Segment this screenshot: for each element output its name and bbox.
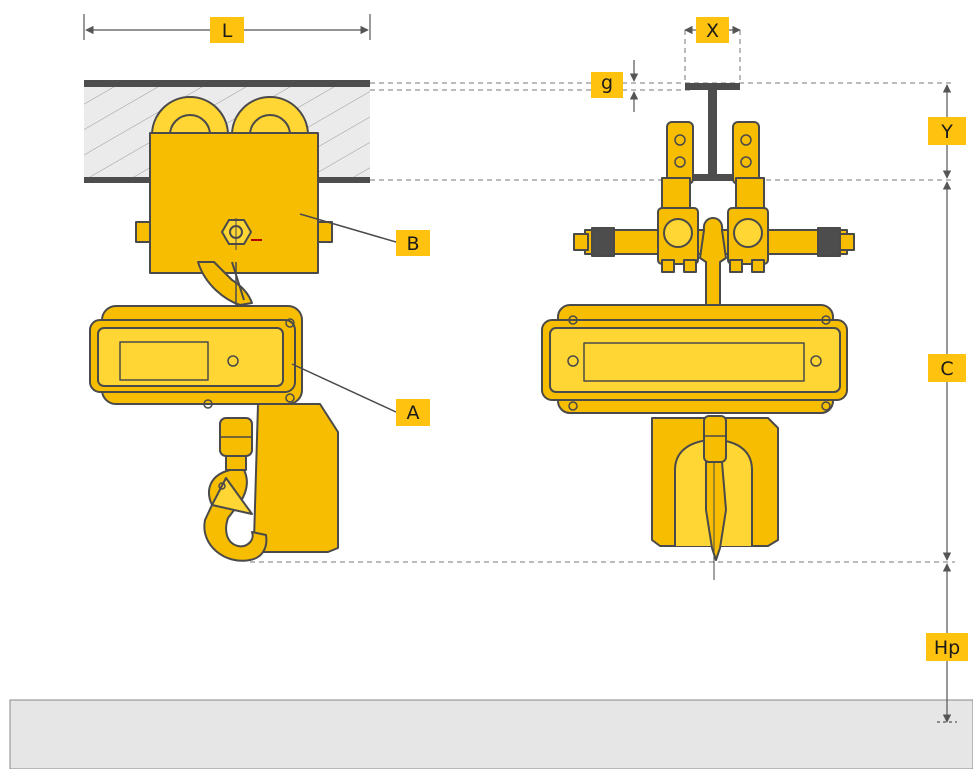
i-beam-right-view	[685, 83, 740, 181]
leader-line-a	[291, 363, 397, 413]
label-g: g	[591, 72, 623, 98]
leader-line-b	[299, 213, 397, 243]
floor	[9, 699, 973, 769]
label-X-text: X	[706, 20, 719, 42]
label-A: A	[396, 399, 430, 426]
label-Y-text: Y	[940, 121, 953, 143]
label-Hp-text: Hp	[934, 637, 960, 659]
trolley-right-view	[573, 121, 855, 307]
label-L: L	[210, 17, 244, 43]
hoist-body-left-view	[89, 305, 339, 562]
label-L-text: L	[222, 20, 233, 42]
label-X: X	[696, 17, 729, 43]
hoist-body-right-view	[541, 304, 848, 580]
label-C: C	[928, 354, 966, 382]
label-B-text: B	[406, 233, 419, 255]
label-B: B	[396, 230, 430, 256]
label-g-text: g	[601, 72, 613, 94]
label-C-text: C	[940, 358, 953, 380]
label-Y: Y	[928, 117, 966, 145]
label-Hp: Hp	[926, 633, 968, 661]
label-A-text: A	[407, 402, 420, 424]
trolley-left-view	[135, 96, 333, 322]
